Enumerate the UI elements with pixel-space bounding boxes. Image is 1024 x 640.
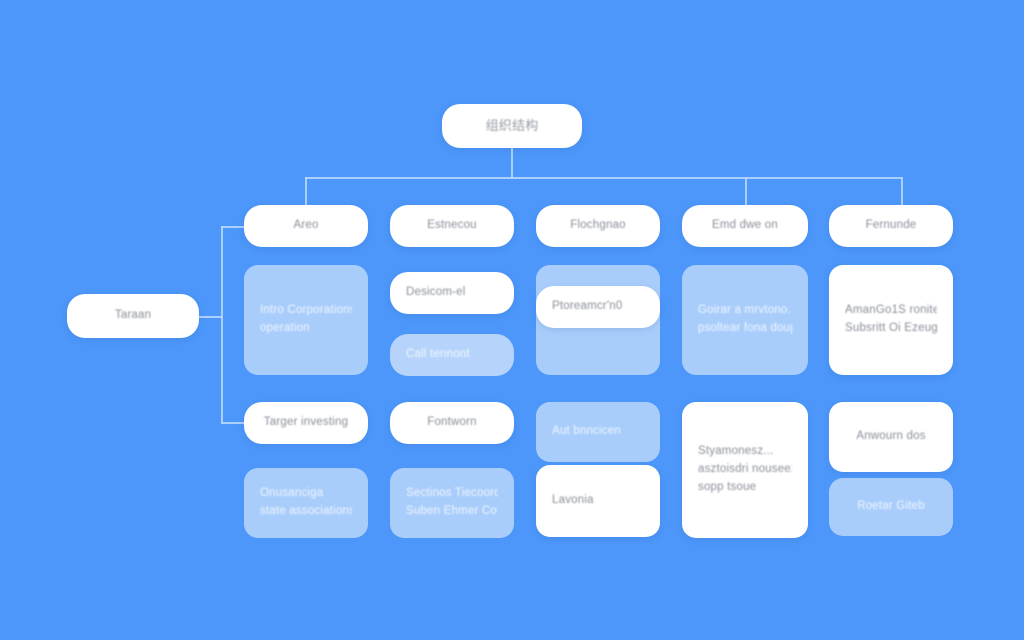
connector-side-to-row2: [221, 226, 245, 228]
card-line: operation: [260, 322, 310, 334]
card-line: Goirar a mrvtono...: [698, 304, 792, 317]
card-line: Ptoreamcr'n0: [552, 300, 623, 313]
root-label: 组织结构: [485, 117, 539, 133]
connector-main-bus: [305, 177, 902, 179]
card-line: Sectinos Tiecoords: [406, 487, 498, 500]
card-line: AmanGo1S roniter Fanc.: [845, 304, 937, 317]
card-col2-row4[interactable]: Sectinos Tiecoords Suben Ehmer Co: [390, 468, 514, 538]
connector-drop-col5: [901, 177, 903, 205]
column-header-label: Fernunde: [865, 219, 917, 232]
card-col2-row1[interactable]: Desicom-el: [390, 272, 514, 314]
column-header-label: Emd dwe on: [712, 219, 778, 232]
connector-side-stem: [197, 316, 222, 318]
column-header-5[interactable]: Fernunde: [829, 205, 953, 247]
card-line: sopp tsoue: [698, 480, 757, 493]
card-line: Aut bnncicen: [552, 425, 621, 438]
column-header-label: Flochgnao: [570, 219, 626, 232]
card-col4-row1[interactable]: Goirar a mrvtono... psoltear fona doup: [682, 265, 808, 375]
card-line: Intro Corporations: [260, 304, 352, 317]
column-header-1[interactable]: Areo: [244, 205, 368, 247]
connector-side-bracket: [221, 226, 223, 423]
column-header-2[interactable]: Estnecou: [390, 205, 514, 247]
connector-drop-col4: [745, 177, 747, 205]
side-node-label: Taraan: [114, 309, 152, 322]
card-col2-row3[interactable]: Fontworn: [390, 402, 514, 444]
connector-root-stem: [511, 148, 513, 178]
card-line: psoltear fona doup: [698, 322, 792, 334]
column-header-4[interactable]: Emd dwe on: [682, 205, 808, 247]
card-line: Call tennont: [406, 348, 470, 361]
card-col1-row2[interactable]: Targer investing: [244, 402, 368, 444]
card-col3-row1-overlay[interactable]: Ptoreamcr'n0: [536, 286, 660, 328]
card-line: Targer investing: [263, 416, 349, 429]
card-line: state associations: [260, 505, 352, 517]
card-line: Lavonia: [552, 494, 594, 507]
card-col5-row3[interactable]: Roetar Giteb: [829, 478, 953, 536]
card-col4-row2[interactable]: Styamonesz... asztoisdri nouseez sopp ts…: [682, 402, 808, 538]
card-line: Styamonesz...: [698, 445, 774, 458]
card-col5-row1[interactable]: AmanGo1S roniter Fanc. Subsritt Oi Ezeug: [829, 265, 953, 375]
root-node[interactable]: 组织结构: [442, 104, 582, 148]
card-line: Suben Ehmer Co: [406, 505, 498, 517]
card-col1-row1[interactable]: Intro Corporations operation: [244, 265, 368, 375]
connector-drop-col1: [305, 177, 307, 205]
card-col1-row3[interactable]: Onusanciga state associations: [244, 468, 368, 538]
card-line: Anwourn dos: [856, 430, 926, 443]
card-line: Fontworn: [427, 416, 477, 429]
side-node[interactable]: Taraan: [67, 294, 199, 338]
card-col5-row2[interactable]: Anwourn dos: [829, 402, 953, 472]
column-header-label: Estnecou: [427, 219, 477, 232]
card-line: asztoisdri nouseez: [698, 463, 792, 476]
connector-side-to-row3: [221, 422, 245, 424]
card-col3-row3[interactable]: Lavonia: [536, 465, 660, 537]
card-col3-row2[interactable]: Aut bnncicen: [536, 402, 660, 462]
card-line: Subsritt Oi Ezeug: [845, 322, 937, 334]
card-line: Onusanciga: [260, 487, 324, 500]
column-header-label: Areo: [293, 219, 319, 232]
card-line: Roetar Giteb: [857, 500, 925, 513]
column-header-3[interactable]: Flochgnao: [536, 205, 660, 247]
card-line: Desicom-el: [406, 286, 466, 299]
card-col2-row2[interactable]: Call tennont: [390, 334, 514, 376]
